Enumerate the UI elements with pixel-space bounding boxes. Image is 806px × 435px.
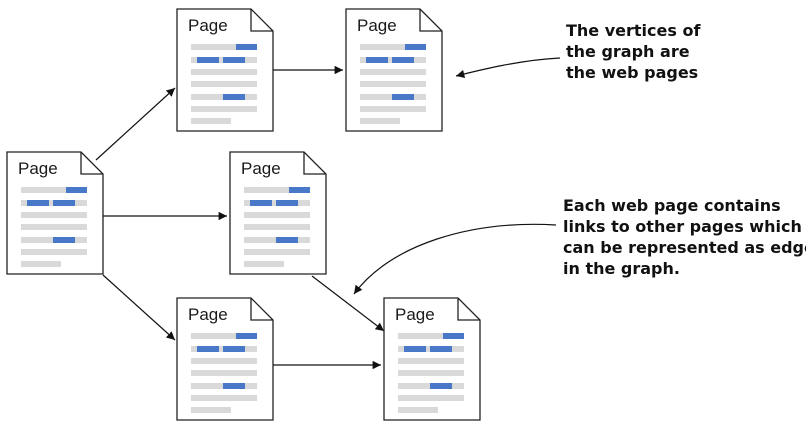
hyperlink-marker [392, 94, 414, 100]
page-fold [457, 298, 480, 321]
text-line [191, 81, 257, 87]
page-fold [250, 9, 273, 32]
text-line [21, 224, 87, 230]
hyperlink-marker [276, 200, 298, 206]
text-line [244, 187, 310, 193]
edges-annotation-line-4: in the graph. [563, 259, 680, 278]
edges-annotation-line-2: links to other pages which [563, 217, 802, 236]
hyperlink-marker [236, 333, 257, 339]
page-fold [250, 298, 273, 321]
hyperlink-marker [223, 57, 245, 63]
web-page-document: Page [6, 151, 104, 275]
text-line [398, 370, 464, 376]
hyperlink-marker [197, 57, 219, 63]
hyperlink-marker [223, 383, 245, 389]
hyperlink-marker [392, 57, 414, 63]
text-line [244, 224, 310, 230]
text-line [191, 106, 257, 112]
page-title: Page [241, 159, 281, 178]
text-line [398, 395, 464, 401]
hyperlink-marker [53, 237, 75, 243]
page-fold [303, 152, 326, 175]
web-page-document: Page [345, 8, 443, 132]
hyperlink-marker [27, 200, 49, 206]
text-line [360, 81, 426, 87]
hyperlink-marker [443, 333, 464, 339]
text-line [360, 106, 426, 112]
page-title: Page [395, 305, 435, 324]
vertices-callout-arrow [455, 57, 561, 79]
page-title: Page [188, 305, 228, 324]
hyperlink-marker [236, 44, 257, 50]
hyperlink-marker [404, 346, 426, 352]
hyperlink-marker [53, 200, 75, 206]
text-line [398, 358, 464, 364]
page-title: Page [357, 16, 397, 35]
text-line [191, 69, 257, 75]
vertices-annotation-line-3: the web pages [566, 63, 698, 82]
text-line [191, 370, 257, 376]
hyperlink-marker [405, 44, 426, 50]
text-line [191, 333, 257, 339]
hyperlink-marker [66, 187, 87, 193]
text-line [21, 212, 87, 218]
hyperlink-marker [276, 237, 298, 243]
text-line [191, 44, 257, 50]
edges-annotation: Each web page contains links to other pa… [353, 196, 806, 295]
page-title: Page [18, 159, 58, 178]
text-line [244, 261, 284, 267]
text-line [244, 249, 310, 255]
text-line [360, 118, 400, 124]
hyperlink-marker [250, 200, 272, 206]
text-line [21, 249, 87, 255]
vertices-annotation: The vertices of the graph are the web pa… [455, 21, 701, 82]
text-line [191, 407, 231, 413]
text-line [21, 187, 87, 193]
hyperlink-marker [430, 383, 452, 389]
link-arrow [311, 275, 385, 332]
text-line [244, 212, 310, 218]
text-line [21, 261, 61, 267]
hyperlink-marker [366, 57, 388, 63]
link-edges [95, 65, 385, 370]
hyperlink-marker [223, 94, 245, 100]
link-arrow [102, 274, 176, 341]
text-line [191, 395, 257, 401]
hyperlink-marker [223, 346, 245, 352]
text-line [360, 44, 426, 50]
page-fold [80, 152, 103, 175]
vertices-annotation-line-2: the graph are [566, 42, 690, 61]
edges-annotation-line-1: Each web page contains [563, 196, 781, 215]
web-page-document: Page [383, 297, 481, 421]
web-page-document: Page [229, 151, 327, 275]
hyperlink-marker [197, 346, 219, 352]
text-line [398, 333, 464, 339]
text-line [191, 118, 231, 124]
web-page-document: Page [176, 8, 274, 132]
text-line [398, 407, 438, 413]
link-arrow [95, 87, 176, 161]
web-page-document: Page [176, 297, 274, 421]
hyperlink-marker [289, 187, 310, 193]
edges-annotation-line-3: can be represented as edges [563, 238, 806, 257]
text-line [360, 69, 426, 75]
page-fold [419, 9, 442, 32]
edges-callout-arrow [353, 223, 557, 295]
text-line [191, 358, 257, 364]
vertices-annotation-line-1: The vertices of [566, 21, 701, 40]
hyperlink-marker [430, 346, 452, 352]
page-title: Page [188, 16, 228, 35]
